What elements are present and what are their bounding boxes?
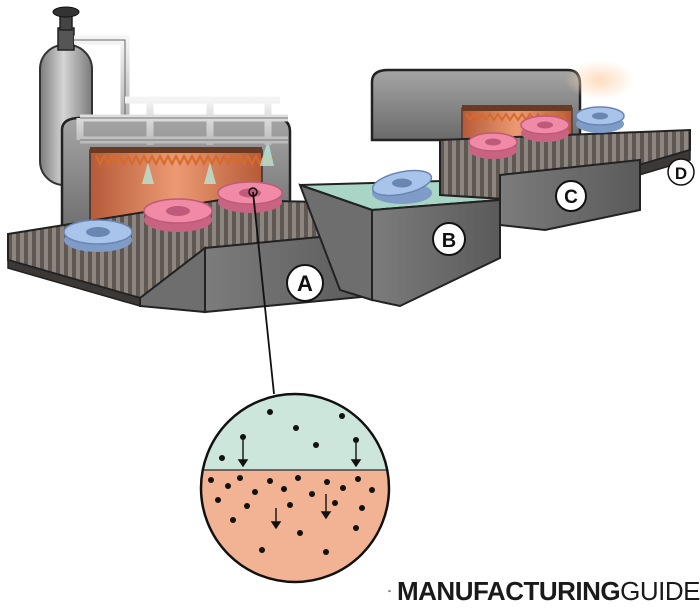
brand-name: MANUFACTURINGGUIDE	[397, 576, 700, 607]
stage-d-marker: D	[667, 158, 695, 186]
nitrogen-atoms	[208, 409, 375, 555]
magnifier-callout	[248, 187, 275, 395]
stage-a-marker: A	[286, 264, 324, 302]
part-blue-c	[575, 106, 625, 133]
magnifier-lens	[199, 392, 391, 584]
stage-b-marker: B	[432, 222, 466, 256]
part-pink-c1	[468, 132, 518, 159]
valve-wheel-icon	[52, 6, 80, 18]
stage-c-label: C	[564, 187, 578, 208]
part-pink-a2	[217, 181, 283, 213]
stage-b-label: B	[442, 230, 456, 252]
gas-manifold	[76, 96, 288, 145]
brand-name-bold: MANUFACTURING	[397, 575, 621, 606]
brand-name-light: GUIDE	[620, 575, 700, 606]
stage-d-label: D	[675, 164, 687, 183]
gas-jets	[142, 140, 274, 184]
diffusion-arrows	[237, 440, 362, 530]
cube-logo-icon	[388, 589, 391, 593]
stage-c-marker: C	[555, 180, 587, 212]
gas-cylinder	[39, 6, 130, 186]
brand-logo: MANUFACTURINGGUIDE	[388, 568, 700, 614]
part-blue-a	[63, 219, 133, 252]
part-blue-b	[371, 169, 433, 204]
stage-a-label: A	[297, 271, 313, 296]
part-pink-c2	[520, 115, 570, 142]
heating-element	[95, 153, 273, 167]
part-pink-a1	[143, 198, 213, 232]
